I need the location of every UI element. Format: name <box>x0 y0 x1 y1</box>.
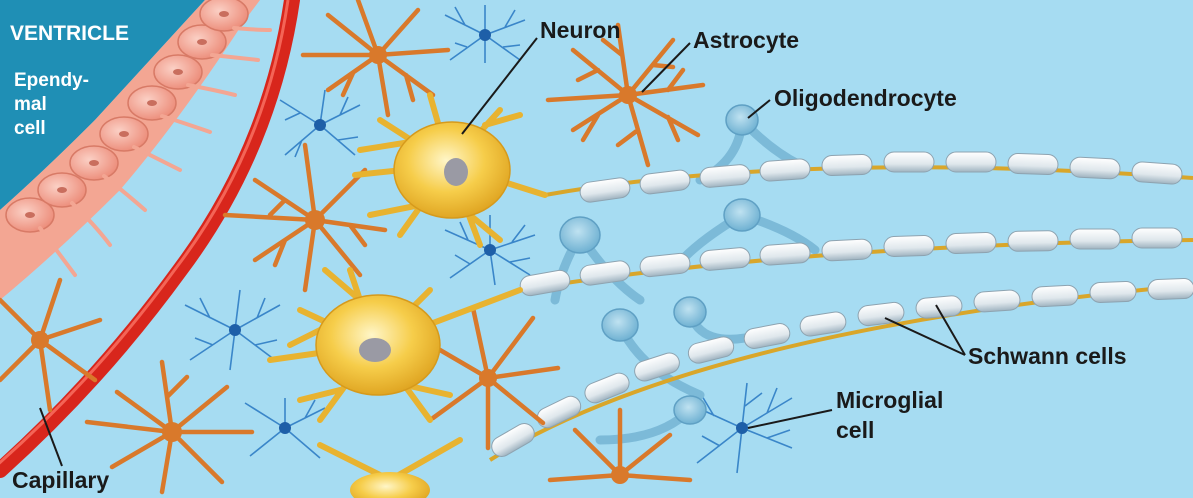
neuron-label: Neuron <box>540 17 621 43</box>
ependymal-label-line3: cell <box>14 118 46 139</box>
ependymal-label-line1: Ependy- <box>14 70 89 91</box>
oligodendrocyte-label: Oligodendrocyte <box>774 85 957 111</box>
capillary-label: Capillary <box>12 467 109 493</box>
ventricle-label: VENTRICLE <box>10 22 129 45</box>
ependymal-label-line2: mal <box>14 94 47 115</box>
microglial-label-line1: Microglial <box>836 387 943 413</box>
schwann-cells-label: Schwann cells <box>968 343 1127 369</box>
microglial-label-line2: cell <box>836 417 874 443</box>
astrocyte-label: Astrocyte <box>693 27 799 53</box>
